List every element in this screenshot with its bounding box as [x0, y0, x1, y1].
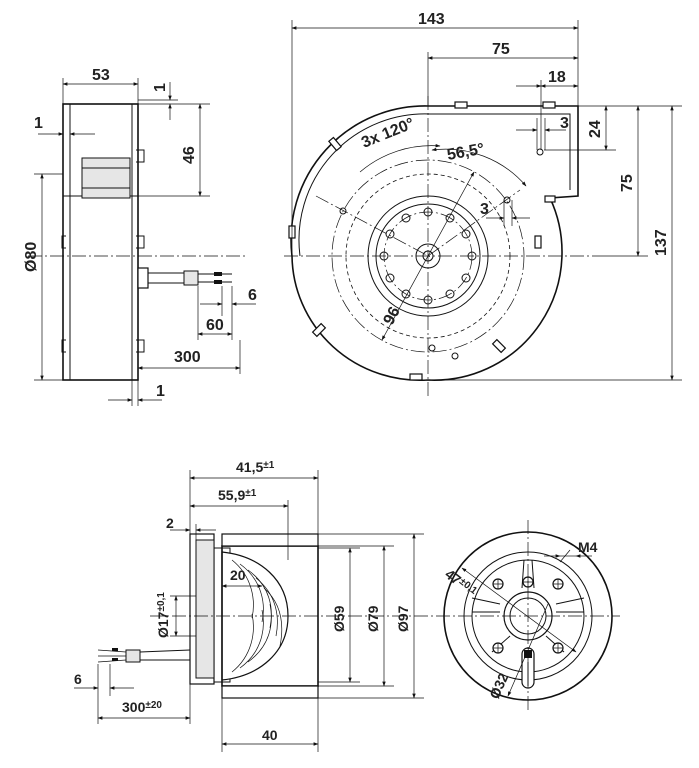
dim-dia-97: Ø97 — [395, 605, 411, 632]
dim-lead-6-bottom: 6 — [74, 671, 82, 687]
dim-3-mid: 3 — [480, 201, 489, 218]
dim-143: 143 — [418, 11, 445, 28]
dim-lead-300: 300 — [174, 349, 201, 366]
dim-dia-32: Ø32 — [486, 670, 511, 701]
dim-20: 20 — [230, 567, 246, 583]
dim-3-top: 3 — [560, 115, 569, 132]
dim-53: 53 — [92, 67, 110, 84]
dim-lead-6: 6 — [248, 287, 257, 304]
dim-dia-59: Ø59 — [331, 605, 347, 632]
front-view-top: 96 3x 120° 56,5° 3 143 75 18 3 — [284, 11, 682, 396]
dim-angle-56-5: 56,5° — [446, 141, 486, 164]
side-view-bottom: 41,5±1 55,9±1 2 20 Ø17±0,1 Ø59 Ø79 Ø97 — [74, 459, 436, 752]
dim-47: 47±0,1 — [442, 566, 480, 600]
dim-46: 46 — [181, 146, 198, 164]
dim-18: 18 — [548, 69, 566, 86]
dim-2: 2 — [166, 515, 174, 531]
dim-75-horizontal: 75 — [492, 41, 510, 58]
dim-angle-3x120: 3x 120° — [359, 115, 417, 151]
dim-dia-79: Ø79 — [365, 605, 381, 632]
dim-1-base: 1 — [156, 383, 165, 400]
side-view-top: 53 1 46 1 Ø80 6 60 300 — [23, 67, 257, 406]
dim-lead-300-bottom: 300±20 — [122, 699, 162, 715]
dim-lead-60: 60 — [206, 317, 224, 334]
dim-1-left: 1 — [34, 115, 43, 132]
front-view-bottom: M4 47±0,1 Ø32 — [436, 520, 620, 712]
dim-55-9: 55,9±1 — [218, 487, 257, 503]
dim-40: 40 — [262, 727, 278, 743]
dim-dia-80: Ø80 — [23, 242, 40, 272]
dim-41-5: 41,5±1 — [236, 459, 275, 475]
dim-thread-m4: M4 — [578, 539, 598, 555]
dim-75-vertical: 75 — [619, 174, 636, 192]
dim-137: 137 — [653, 229, 670, 256]
dim-96: 96 — [381, 304, 404, 328]
dim-1-top: 1 — [152, 83, 169, 92]
dim-24: 24 — [587, 120, 604, 138]
dim-dia-17: Ø17±0,1 — [155, 592, 171, 638]
